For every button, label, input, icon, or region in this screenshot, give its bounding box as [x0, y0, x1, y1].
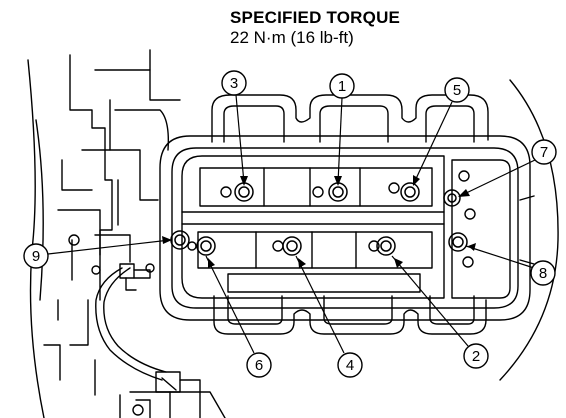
svg-text:4: 4: [346, 357, 354, 374]
callout-6: 6: [246, 352, 272, 378]
svg-text:8: 8: [539, 265, 547, 282]
callout-7: 7: [531, 139, 557, 165]
svg-text:6: 6: [255, 357, 263, 374]
sensor-wire: [95, 263, 226, 418]
svg-text:7: 7: [540, 144, 548, 161]
svg-text:3: 3: [230, 75, 238, 92]
callout-8: 8: [530, 260, 556, 286]
callout-3: 3: [221, 70, 247, 96]
svg-text:2: 2: [472, 348, 480, 365]
callout-4: 4: [337, 352, 363, 378]
specified-torque-value: 22 N·m (16 lb-ft): [230, 28, 354, 47]
svg-text:1: 1: [338, 78, 346, 95]
callout-5: 5: [444, 77, 470, 103]
bolt-6: [196, 236, 216, 256]
callout-1: 1: [329, 73, 355, 99]
leader-lines: [47, 94, 536, 354]
valve-cover-body: [159, 79, 559, 381]
bolt-2: [376, 236, 396, 256]
svg-text:9: 9: [32, 248, 40, 265]
leader-arrowheads: [162, 175, 476, 268]
callout-2: 2: [463, 343, 489, 369]
engine-block-left: [27, 49, 181, 418]
specified-torque-label: SPECIFIED TORQUE: [230, 8, 401, 27]
bolt-heads: [170, 182, 468, 256]
bolt-9: [170, 230, 190, 250]
callout-9: 9: [23, 243, 49, 269]
bolt-7: [443, 189, 461, 207]
bolt-8: [448, 232, 468, 252]
bolt-5: [400, 182, 420, 202]
bolt-4: [282, 236, 302, 256]
svg-text:5: 5: [453, 82, 461, 99]
